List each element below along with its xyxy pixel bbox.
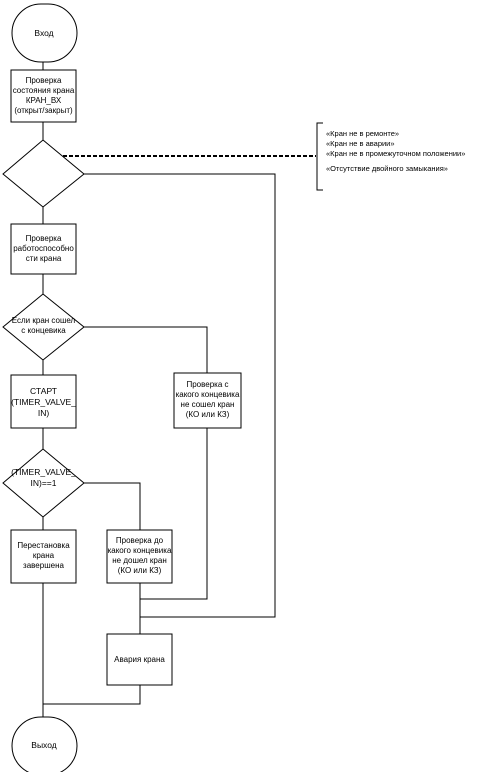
start-timer-line: IN): [37, 408, 50, 418]
annotation-text: «Кран не в ремонте» «Кран не в аварии» «…: [326, 129, 465, 174]
annotation-line: «Кран не в промежуточном положении»: [326, 149, 466, 158]
alarm-to-end: [43, 685, 141, 705]
check-state-text: Проверка состояния крана КРАН_ВХ (открыт…: [11, 76, 76, 116]
decision-3-line: (TIMER_VALVE_: [11, 467, 76, 477]
decision-1-branch: [84, 173, 276, 618]
annotation-line: «Кран не в ремонте»: [326, 129, 400, 138]
done-line: завершена: [23, 561, 64, 570]
start-timer-line: (TIMER_VALVE_: [11, 397, 76, 407]
check-which-left-line: Проверка с: [186, 380, 229, 389]
annotation-line: «Кран не в аварии»: [326, 139, 395, 148]
decision-2-line: с концевика: [21, 326, 66, 335]
check-which-left-text: Проверка с какого концевика не сошел кра…: [174, 380, 241, 420]
check-state-line: состояния крана: [12, 86, 75, 95]
decision-3-line: IN)==1: [30, 478, 57, 488]
decision-2-line: Если кран сошел: [11, 316, 76, 325]
alarm-text: Авария крана: [114, 655, 165, 664]
check-which-reached-text: Проверка до какого концевика не дошел кр…: [107, 536, 172, 576]
start-label: Вход: [34, 28, 54, 38]
decision-2-text: Если кран сошел с концевика: [3, 316, 84, 336]
check-which-reached-line: Проверка до: [115, 536, 164, 545]
annotation-line: «Отсутствие двойного замыкания»: [326, 164, 448, 173]
start-timer-text: СТАРТ (TIMER_VALVE_ IN): [11, 386, 76, 419]
annotation-bracket: [316, 122, 323, 191]
check-work-line: Проверка: [25, 234, 62, 243]
check-which-reached-line: (КО или КЗ): [117, 566, 162, 575]
check-work-text: Проверка работоспособно сти крана: [11, 234, 76, 264]
check-which-reached-line: не дошел кран: [112, 556, 167, 565]
check-state-line: КРАН_ВХ: [25, 96, 62, 105]
check-which-left-line: какого концевика: [175, 390, 240, 399]
decision-3-text: (TIMER_VALVE_ IN)==1: [3, 467, 84, 489]
start-timer-line: СТАРТ: [30, 386, 57, 396]
check-work-line: работоспособно: [13, 244, 74, 253]
check-work-line: сти крана: [25, 254, 62, 263]
done-text: Перестановка крана завершена: [11, 541, 76, 571]
done-line: крана: [32, 551, 55, 560]
decision-1-diamond: [2, 139, 85, 208]
done-line: Перестановка: [17, 541, 70, 550]
check-which-left-line: (КО или КЗ): [185, 410, 230, 419]
check-state-line: Проверка: [25, 76, 62, 85]
check-which-reached-line: какого концевика: [107, 546, 172, 555]
end-terminator: [11, 716, 78, 772]
check-state-line: (открыт/закрыт): [14, 106, 73, 115]
start-terminator: [11, 3, 78, 63]
decision-3-branch: [84, 482, 141, 530]
check-which-left-line: не сошел кран: [180, 400, 235, 409]
check-left-to-alarm: [140, 428, 208, 600]
decision-2-branch: [84, 326, 208, 373]
end-label: Выход: [31, 740, 57, 750]
